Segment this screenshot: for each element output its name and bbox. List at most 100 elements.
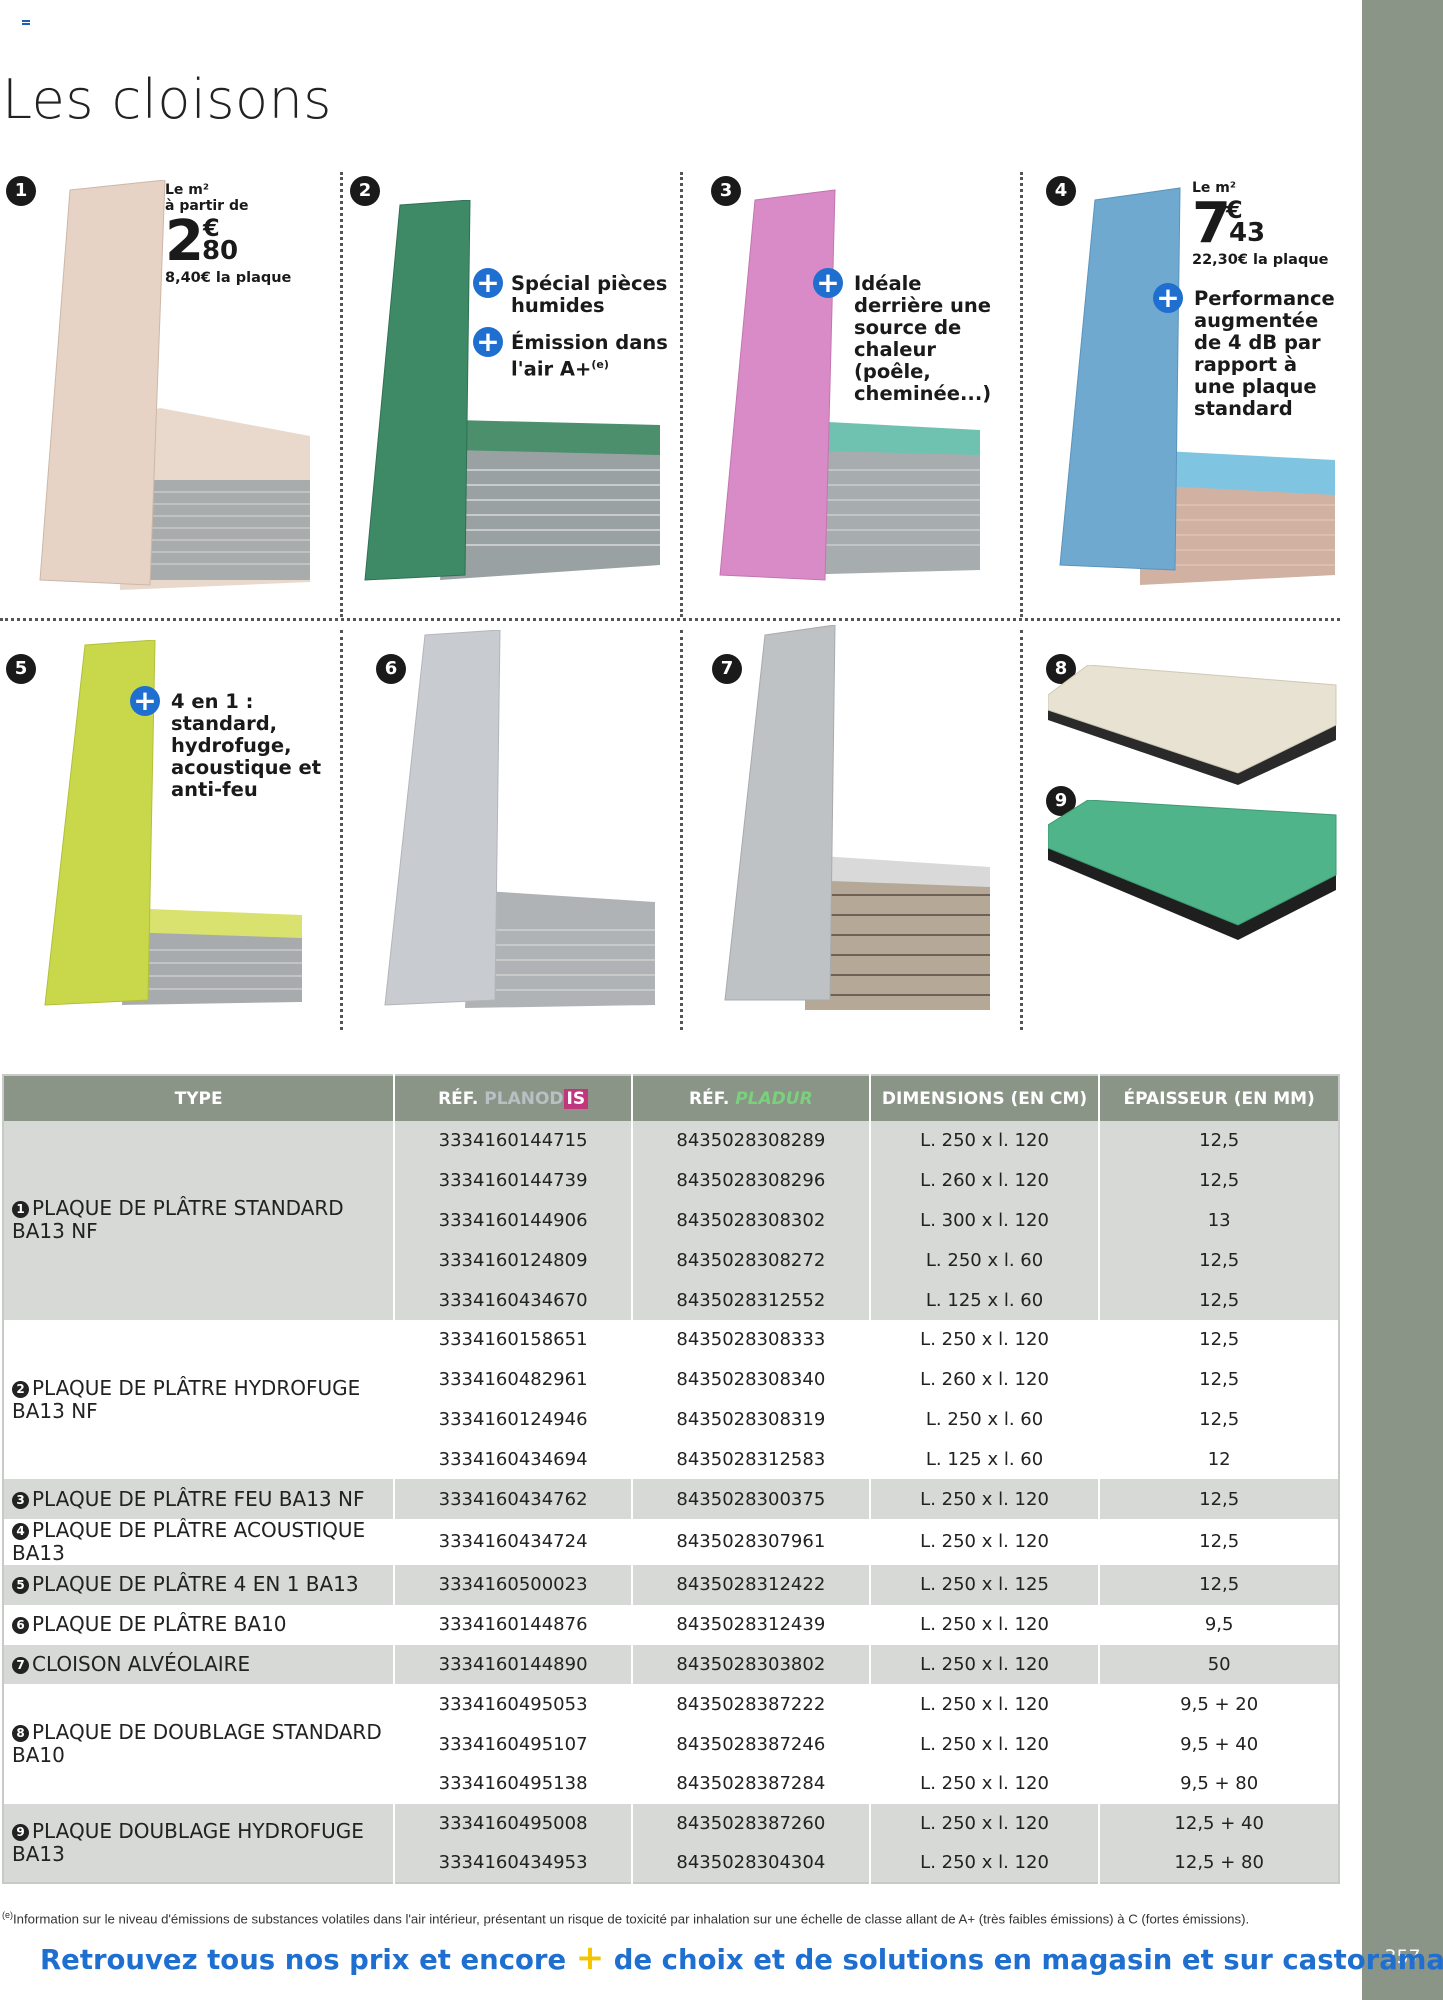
side-band [1362,0,1443,2000]
col-ref-pladur: RÉF. PLADUR [631,1075,871,1121]
dimensions-cell: L. 250 x l. 120 [869,1843,1101,1884]
dimensions-cell: L. 250 x l. 120 [869,1803,1101,1844]
product-number-badge: 1 [12,1201,29,1219]
thickness-cell: 50 [1099,1644,1339,1685]
product-badge: 3 [711,176,741,206]
ref-pladur-cell: 8435028308302 [631,1200,871,1241]
menu-mark-icon [22,20,30,25]
product-badge: 9 [1046,786,1076,816]
divider [340,630,343,1030]
product-badge: 5 [6,654,36,684]
board-panel [724,625,836,1001]
ref-planodis-cell: 3334160158651 [394,1319,633,1360]
divider [680,630,683,1030]
product-badge: 6 [376,654,406,684]
ref-pladur-cell: 8435028387260 [631,1803,871,1844]
type-label: PLAQUE DOUBLAGE HYDROFUGE BA13 [12,1819,364,1867]
thickness-cell: 12,5 [1099,1160,1339,1201]
dimensions-cell: L. 250 x l. 120 [869,1763,1101,1804]
type-label: PLAQUE DE PLÂTRE 4 EN 1 BA13 [32,1572,359,1597]
price-block: Le m² 7€43 22,30€ la plaque [1192,180,1329,268]
thickness-cell: 12,5 [1099,1240,1339,1281]
ref-planodis-cell: 3334160500023 [394,1564,633,1605]
feature-text: 4 en 1 : standard, hydrofuge, acoustique… [171,690,322,801]
product-image [724,625,990,1010]
product-image [1048,665,1337,785]
product-badge: 1 [6,176,36,206]
col-dimensions: DIMENSIONS (EN CM) [869,1075,1101,1121]
feature-text: Idéale derrière une source de chaleur (p… [854,272,992,405]
price-block: Le m² à partir de 2€80 8,40€ la plaque [165,182,292,286]
ref-planodis-cell: 3334160124946 [394,1399,633,1440]
dimensions-cell: L. 125 x l. 60 [869,1439,1101,1480]
plus-icon: + [473,327,503,357]
product-number-badge: 3 [12,1491,29,1509]
type-label: PLAQUE DE PLÂTRE HYDROFUGE BA13 NF [12,1375,361,1423]
ref-planodis-cell: 3334160434724 [394,1518,633,1565]
feature-text: Émission dans l'air A+(e) [511,331,668,381]
page-number: 357 [1384,1946,1421,1968]
ref-planodis-cell: 3334160144715 [394,1121,633,1161]
ref-planodis-cell: 3334160144906 [394,1200,633,1241]
ref-pladur-cell: 8435028308333 [631,1319,871,1360]
ref-pladur-cell: 8435028387284 [631,1763,871,1804]
ref-planodis-cell: 3334160495107 [394,1724,633,1764]
product-image [1048,800,1337,940]
ref-pladur-cell: 8435028300375 [631,1479,871,1519]
ref-pladur-cell: 8435028312552 [631,1280,871,1320]
col-thickness: ÉPAISSEUR (EN MM) [1099,1075,1339,1121]
ref-pladur-cell: 8435028308319 [631,1399,871,1440]
thickness-cell: 12,5 [1099,1280,1339,1320]
thickness-cell: 9,5 + 80 [1099,1763,1339,1804]
product-image [364,200,660,581]
plus-icon: + [1153,283,1183,313]
product-image [39,180,310,590]
product-number-badge: 7 [12,1656,29,1674]
thickness-cell: 9,5 + 40 [1099,1724,1339,1764]
thickness-cell: 12,5 [1099,1359,1339,1400]
divider [340,172,343,617]
ref-planodis-cell: 3334160434762 [394,1479,633,1519]
product-badge: 7 [712,654,742,684]
dimensions-cell: L. 260 x l. 120 [869,1160,1101,1201]
ref-planodis-cell: 3334160495138 [394,1763,633,1804]
type-label: PLAQUE DE PLÂTRE FEU BA13 NF [32,1486,365,1511]
dimensions-cell: L. 250 x l. 120 [869,1121,1101,1161]
dimensions-cell: L. 250 x l. 120 [869,1684,1101,1725]
type-label: CLOISON ALVÉOLAIRE [32,1651,251,1676]
board-panel [384,630,501,1006]
board-panel [1048,665,1337,774]
thickness-cell: 12,5 [1099,1121,1339,1161]
dimensions-cell: L. 300 x l. 120 [869,1200,1101,1241]
product-number-badge: 8 [12,1725,29,1743]
thickness-cell: 12,5 + 80 [1099,1843,1339,1884]
ref-pladur-cell: 8435028307961 [631,1518,871,1565]
board-panel [44,640,156,1006]
thickness-cell: 12,5 + 40 [1099,1803,1339,1844]
ref-pladur-cell: 8435028312583 [631,1439,871,1480]
plus-icon: + [130,686,160,716]
dimensions-cell: L. 250 x l. 120 [869,1644,1101,1685]
product-badge: 2 [350,176,380,206]
ref-pladur-cell: 8435028308272 [631,1240,871,1281]
plus-icon: + [813,268,843,298]
feature-text: Performance augmentée de 4 dB par rappor… [1194,287,1335,420]
product-number-badge: 4 [12,1522,29,1540]
type-label: PLAQUE DE DOUBLAGE STANDARD BA10 [12,1720,382,1768]
ref-pladur-cell: 8435028308296 [631,1160,871,1201]
thickness-cell: 13 [1099,1200,1339,1241]
